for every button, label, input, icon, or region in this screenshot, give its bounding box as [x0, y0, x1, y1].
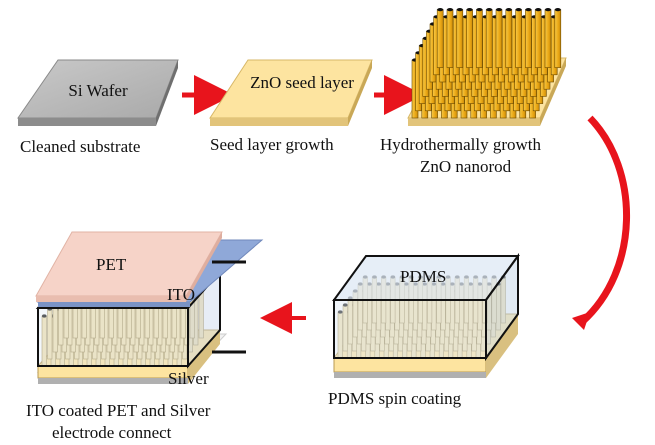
- step1-caption: Cleaned substrate: [20, 137, 140, 156]
- device-seed-front: [37, 365, 189, 379]
- step4-caption: PDMS spin coating: [328, 389, 462, 408]
- nanorod: [505, 9, 513, 68]
- pet-layer-front: [36, 296, 186, 302]
- silver-label: Silver: [168, 369, 209, 388]
- step3-nanorods: Hydrothermally growth ZnO nanorod: [380, 7, 567, 176]
- step2-seed-layer: ZnO seed layer Seed layer growth: [209, 59, 373, 154]
- nanorod-tip: [42, 314, 47, 318]
- nanorod-tip: [466, 7, 473, 12]
- seed-layer-side: [348, 60, 372, 126]
- si-wafer-front: [18, 118, 156, 126]
- nanorod-tip: [515, 7, 522, 12]
- nanorod: [436, 9, 444, 68]
- nanorod-base-front: [408, 118, 540, 126]
- pdms-base-side: [486, 314, 518, 378]
- pdms-front-face: [333, 299, 487, 359]
- nanorod: [534, 9, 542, 68]
- device-nanorods: [41, 286, 204, 367]
- pdms-substrate-front: [334, 372, 486, 378]
- si-wafer-side: [156, 60, 178, 126]
- step4-pdms: PDMS PDMS spin coating: [328, 252, 520, 408]
- nanorod: [476, 9, 483, 68]
- nanorod: [525, 9, 532, 68]
- nanorod-tip: [496, 7, 502, 12]
- curved-arrow-step3-to-step4: [579, 115, 630, 325]
- device-substrate-front: [38, 378, 188, 384]
- nanorod: [554, 9, 562, 68]
- pet-layer-side: [186, 232, 222, 302]
- nanorod-tip: [343, 303, 348, 307]
- nanorod-tip: [338, 310, 343, 314]
- step5-caption-line2: electrode connect: [52, 423, 172, 442]
- ito-label: ITO: [167, 285, 195, 304]
- step5-caption-line1: ITO coated PET and Silver: [26, 401, 211, 420]
- nanorod-array: [411, 7, 562, 119]
- nanorod-tip: [545, 7, 551, 12]
- nanorod: [544, 9, 552, 68]
- seed-layer-front: [210, 118, 348, 126]
- step3-caption-line2: ZnO nanorod: [420, 157, 512, 176]
- pet-label: PET: [96, 255, 127, 274]
- nanorod-tip: [535, 7, 542, 12]
- nanorod: [456, 9, 464, 68]
- nanorod-tip: [437, 7, 444, 12]
- nanorod: [446, 9, 454, 68]
- step1-si-wafer: Si Wafer Cleaned substrate: [17, 59, 179, 156]
- device-pdms-front: [37, 307, 189, 367]
- step3-caption-line1: Hydrothermally growth: [380, 135, 541, 154]
- si-wafer-label: Si Wafer: [68, 81, 128, 100]
- nanorod: [466, 9, 473, 68]
- nanorod-tip: [505, 7, 512, 12]
- nanorod-base-side: [540, 58, 566, 126]
- nanorod: [485, 9, 493, 68]
- device-seed-side: [188, 330, 220, 384]
- nanorod: [495, 9, 503, 68]
- pdms-label: PDMS: [400, 267, 446, 286]
- nanorod-tip: [476, 7, 483, 12]
- pdms-base-front: [333, 357, 487, 373]
- curved-arrow-head: [572, 312, 590, 330]
- nanorod-tip: [525, 7, 532, 12]
- seed-layer-label: ZnO seed layer: [250, 73, 354, 92]
- ito-layer-front: [38, 302, 190, 307]
- nanorod-tip: [554, 7, 561, 12]
- pdms-side-face: [485, 252, 519, 362]
- nanorod-tip: [456, 7, 463, 12]
- nanorod-tip: [486, 7, 493, 12]
- step2-caption: Seed layer growth: [210, 135, 334, 154]
- step5-device: PET ITO Silver ITO coated PET and Silver…: [26, 231, 264, 442]
- nanorod: [515, 9, 522, 68]
- nanorod-tip: [447, 7, 453, 12]
